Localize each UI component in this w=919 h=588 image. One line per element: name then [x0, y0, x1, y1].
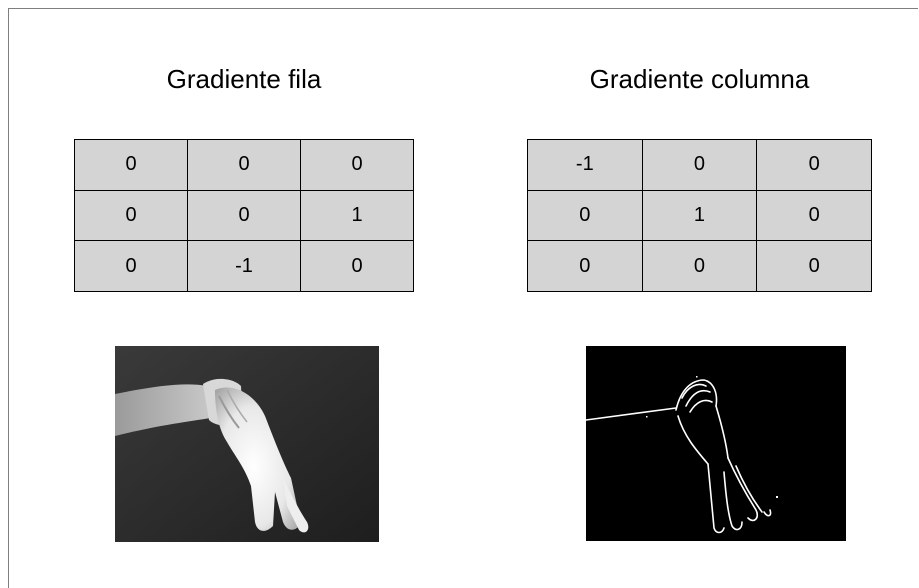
kernel-row: 0 0 1 — [74, 189, 414, 242]
title-gradiente-columna: Gradiente columna — [589, 64, 810, 94]
kernel-cell: 1 — [641, 189, 758, 242]
kernel-cell: 0 — [74, 139, 188, 191]
slide-frame — [8, 8, 918, 588]
kernel-cell: 0 — [300, 240, 414, 292]
kernel-cell: 0 — [187, 189, 301, 242]
kernel-row: 0 -1 0 — [74, 240, 414, 292]
kernel-cell: 0 — [756, 139, 872, 191]
kernel-cell: 0 — [641, 139, 758, 191]
gloved-hand-edge-map — [586, 346, 846, 541]
kernel-cell: 0 — [527, 240, 643, 292]
kernel-cell: 0 — [641, 240, 758, 292]
kernel-row: 0 0 0 — [74, 139, 414, 191]
kernel-row: -1 0 0 — [527, 139, 872, 191]
kernel-cell: 0 — [527, 189, 643, 242]
kernel-table-columna: -1 0 0 0 1 0 0 0 0 — [527, 139, 872, 292]
gloved-hand-photo — [115, 346, 379, 542]
kernel-cell: 0 — [756, 189, 872, 242]
kernel-cell: 0 — [187, 139, 301, 191]
kernel-cell: 0 — [300, 139, 414, 191]
gloved-hand-edge-drawing — [586, 346, 846, 541]
kernel-cell: 0 — [74, 240, 188, 292]
kernel-row: 0 0 0 — [527, 240, 872, 292]
kernel-cell: 0 — [756, 240, 872, 292]
kernel-row: 0 1 0 — [527, 189, 872, 242]
kernel-cell: 1 — [300, 189, 414, 242]
kernel-cell: 0 — [74, 189, 188, 242]
kernel-cell: -1 — [187, 240, 301, 292]
kernel-table-fila: 0 0 0 0 0 1 0 -1 0 — [74, 139, 414, 292]
gloved-hand-photo-drawing — [115, 346, 379, 542]
kernel-cell: -1 — [527, 139, 643, 191]
title-gradiente-fila: Gradiente fila — [166, 64, 322, 94]
